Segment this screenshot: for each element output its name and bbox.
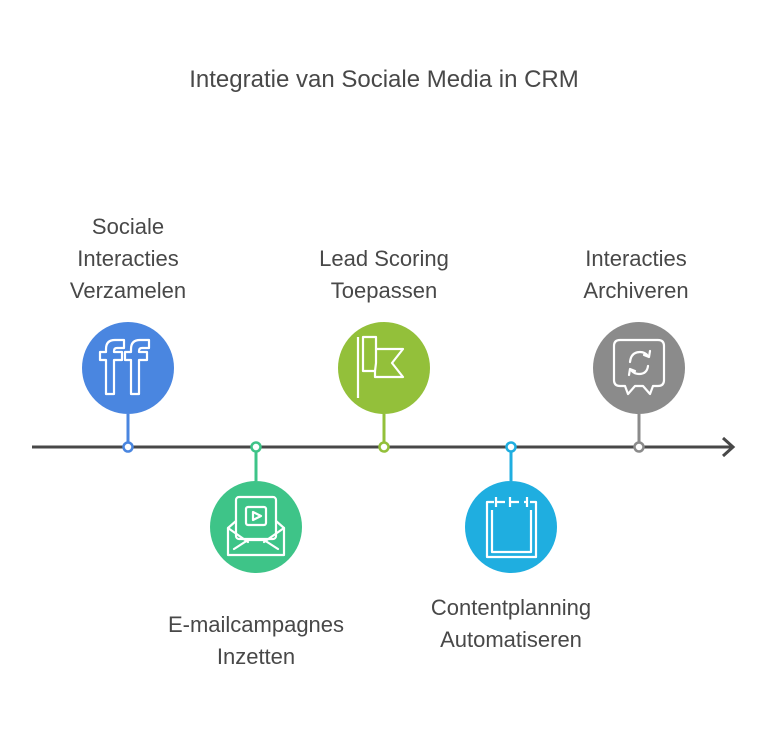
step-5-circle xyxy=(593,322,685,414)
flag-icon xyxy=(356,335,405,398)
step-4-circle xyxy=(465,481,557,573)
step-2-circle xyxy=(210,481,302,573)
chat-sync-icon xyxy=(612,338,666,396)
step-1-label: Sociale Interacties Verzamelen xyxy=(69,214,187,303)
foursquare-ff-icon xyxy=(98,338,151,396)
step-2-label: E-mailcampagnes Inzetten xyxy=(167,612,345,669)
step-2 xyxy=(210,441,302,573)
step-4-node xyxy=(505,441,517,453)
step-4 xyxy=(465,441,557,573)
step-3-circle xyxy=(338,322,430,414)
step-5-node xyxy=(633,441,645,453)
step-1 xyxy=(82,322,174,453)
step-1-node xyxy=(122,441,134,453)
step-5-label: Interacties Archiveren xyxy=(583,246,689,303)
email-video-envelope-icon xyxy=(226,495,286,557)
step-3 xyxy=(338,322,430,453)
step-3-node xyxy=(378,441,390,453)
calendar-icon xyxy=(485,497,538,559)
step-3-label: Lead Scoring Toepassen xyxy=(319,246,449,303)
step-4-label: Contentplanning Automatiseren xyxy=(430,595,592,652)
diagram-title: Integratie van Sociale Media in CRM xyxy=(189,66,579,93)
step-2-node xyxy=(250,441,262,453)
step-1-circle xyxy=(82,322,174,414)
step-5 xyxy=(593,322,685,453)
axis-arrowhead-icon xyxy=(721,436,736,458)
